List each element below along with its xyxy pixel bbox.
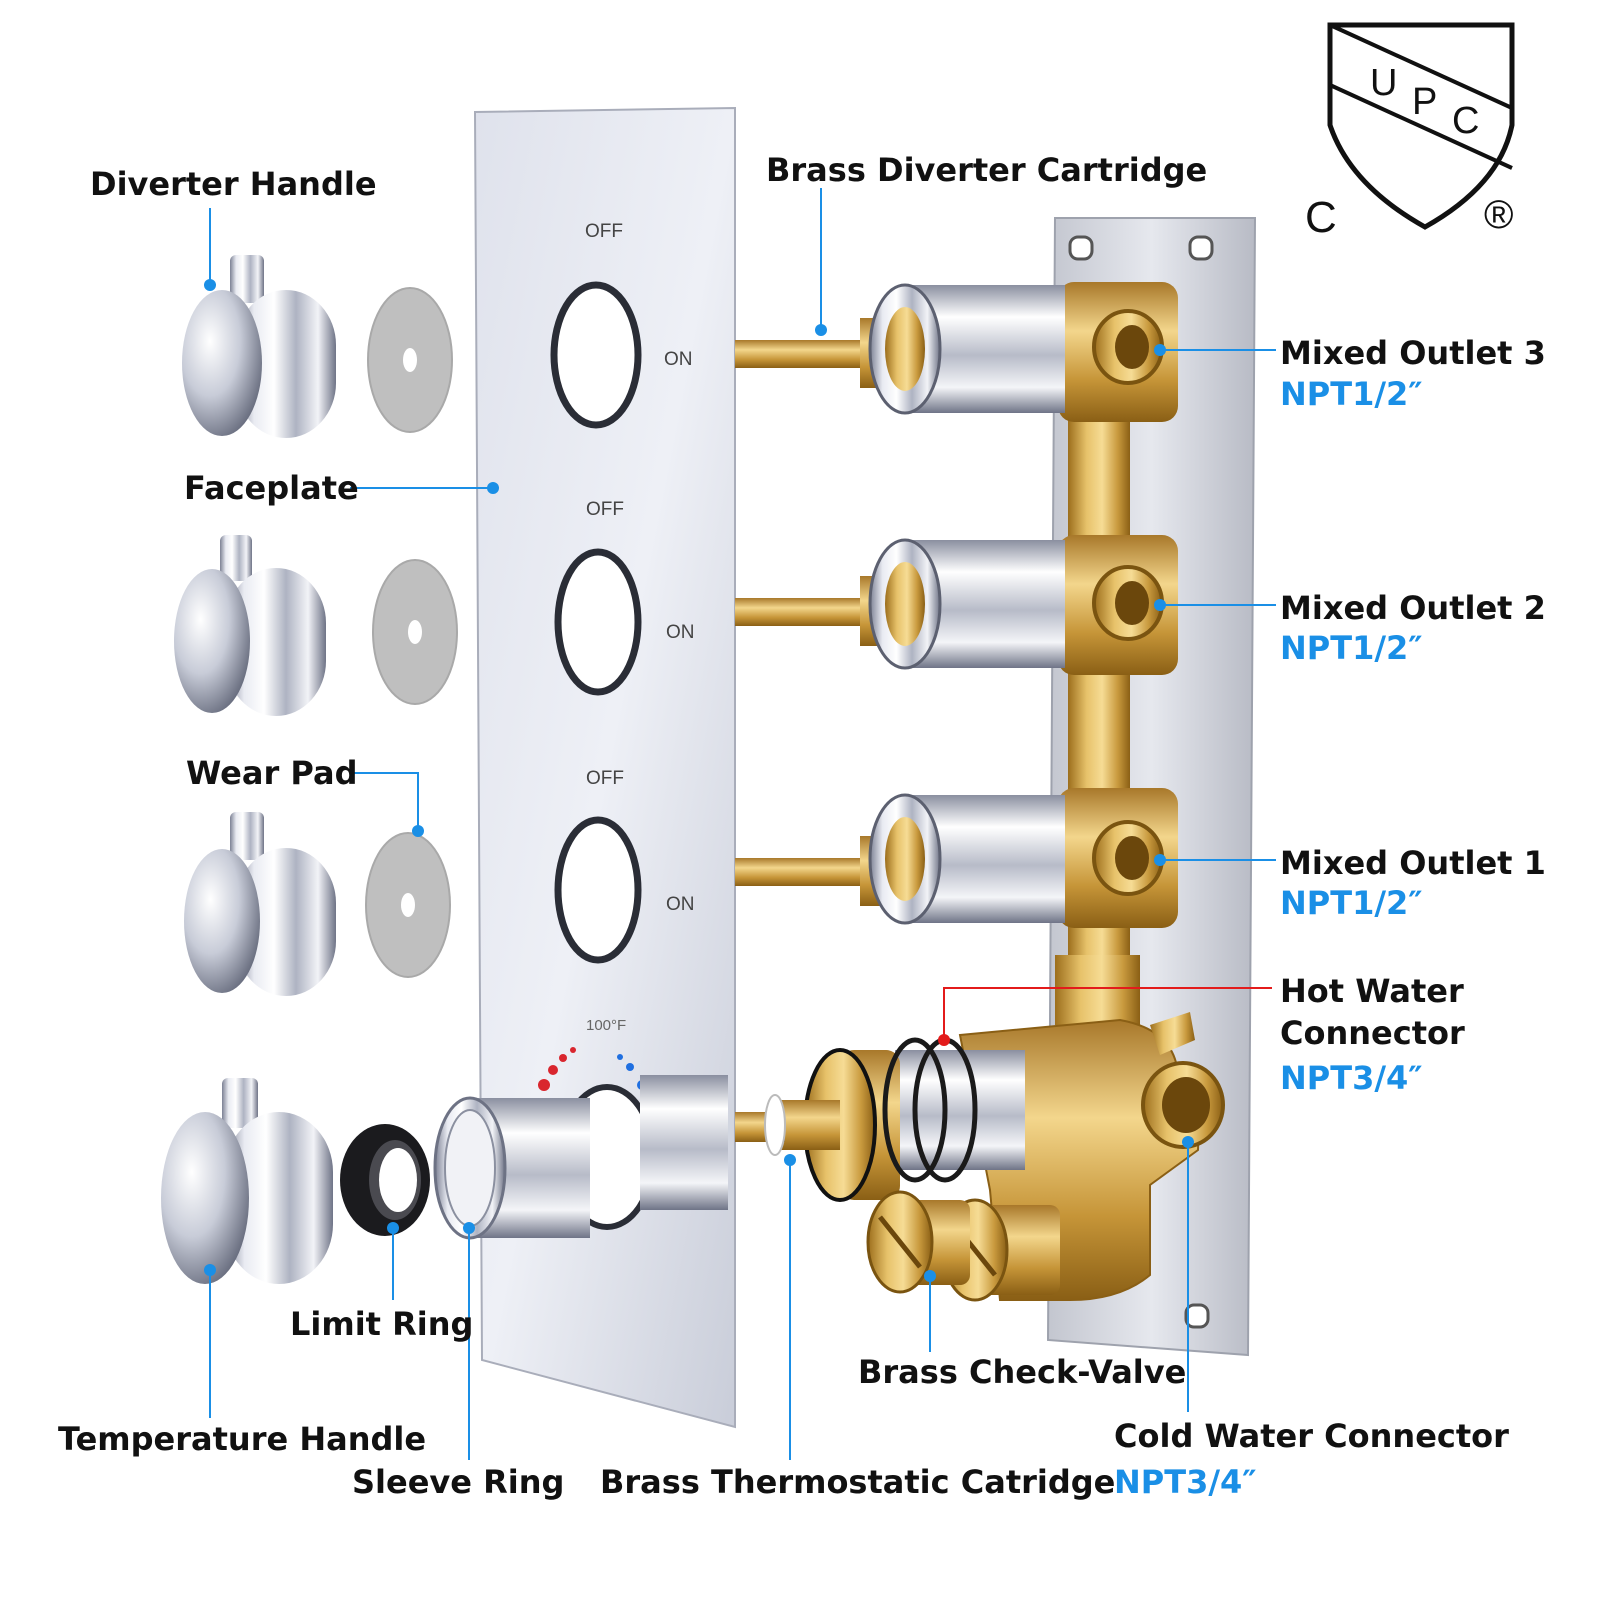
leader-lines bbox=[204, 188, 1276, 1460]
temperature-scale-hot bbox=[538, 1047, 576, 1091]
label-sleeve-ring: Sleeve Ring bbox=[352, 1463, 565, 1501]
label-mixed-outlet-3: Mixed Outlet 3 bbox=[1280, 334, 1546, 372]
thermostatic-cartridge bbox=[735, 1037, 1025, 1202]
wear-pad bbox=[367, 287, 453, 433]
label-temperature-handle: Temperature Handle bbox=[58, 1420, 427, 1458]
label-brass-diverter-cartridge: Brass Diverter Cartridge bbox=[766, 151, 1208, 189]
spec-mixed-outlet-2: NPT1/2″ bbox=[1280, 629, 1423, 667]
temperature-handle bbox=[161, 1078, 333, 1284]
upc-letter-p: P bbox=[1412, 81, 1437, 123]
label-hot-water-line-1: Hot Water bbox=[1280, 972, 1464, 1010]
upc-shield-band-top bbox=[1329, 23, 1513, 110]
label-brass-thermostatic-cartridge: Brass Thermostatic Catridge bbox=[600, 1463, 1116, 1501]
plate-temp-label: 100°F bbox=[586, 1017, 626, 1034]
plate-on-label: ON bbox=[666, 894, 695, 915]
label-mixed-outlet-2: Mixed Outlet 2 bbox=[1280, 589, 1546, 627]
diverter-handle bbox=[184, 812, 336, 996]
limit-ring bbox=[340, 1124, 430, 1236]
registered-mark: ® bbox=[1484, 193, 1513, 237]
spec-mixed-outlet-3: NPT1/2″ bbox=[1280, 375, 1423, 413]
label-faceplate: Faceplate bbox=[184, 469, 359, 507]
diverter-row-2 bbox=[735, 535, 1178, 675]
mount-hole bbox=[1068, 235, 1094, 261]
thermostatic-sleeve-body bbox=[640, 1075, 728, 1210]
faceplate-opening bbox=[550, 281, 642, 429]
upc-letter-u: U bbox=[1370, 62, 1397, 104]
brass-check-valves bbox=[866, 1190, 1060, 1302]
hot-water-leader-line bbox=[938, 987, 1272, 1046]
brass-riser-pipe bbox=[1068, 380, 1130, 1030]
label-brass-check-valve: Brass Check-Valve bbox=[858, 1353, 1187, 1391]
wear-pad bbox=[365, 832, 451, 978]
upc-letter-c: C bbox=[1452, 100, 1479, 142]
label-mixed-outlet-1: Mixed Outlet 1 bbox=[1280, 844, 1546, 882]
spec-hot-water: NPT3/4″ bbox=[1280, 1059, 1423, 1097]
label-hot-water-line-2: Connector bbox=[1280, 1014, 1465, 1052]
wear-pad bbox=[372, 559, 458, 705]
plate-on-label: ON bbox=[664, 349, 693, 370]
faceplate-opening bbox=[554, 816, 642, 964]
diverter-row-3 bbox=[735, 282, 1178, 422]
plate-off-label: OFF bbox=[585, 221, 623, 242]
label-wear-pad: Wear Pad bbox=[186, 754, 358, 792]
thermostatic-valve-body bbox=[958, 955, 1225, 1301]
upc-c-mark: C bbox=[1305, 193, 1337, 242]
faceplate-opening bbox=[554, 548, 642, 696]
mount-hole bbox=[1188, 235, 1214, 261]
upc-shield-outline bbox=[1327, 22, 1515, 230]
diverter-handle bbox=[182, 255, 336, 438]
upc-shield-band-bottom bbox=[1329, 83, 1513, 170]
sleeve-ring bbox=[433, 1096, 590, 1240]
upc-certification-logo: U P C C ® bbox=[1305, 22, 1515, 242]
plate-off-label: OFF bbox=[586, 499, 624, 520]
mount-hole bbox=[1184, 1303, 1210, 1329]
plate-on-label: ON bbox=[666, 622, 695, 643]
label-cold-water-connector: Cold Water Connector bbox=[1114, 1417, 1509, 1455]
spec-cold-water: NPT3/4″ bbox=[1114, 1463, 1257, 1501]
diverter-row-1 bbox=[735, 788, 1178, 928]
label-limit-ring: Limit Ring bbox=[290, 1305, 474, 1343]
spec-mixed-outlet-1: NPT1/2″ bbox=[1280, 884, 1423, 922]
diverter-handle bbox=[174, 535, 326, 716]
plate-off-label: OFF bbox=[586, 768, 624, 789]
label-diverter-handle: Diverter Handle bbox=[90, 165, 377, 203]
